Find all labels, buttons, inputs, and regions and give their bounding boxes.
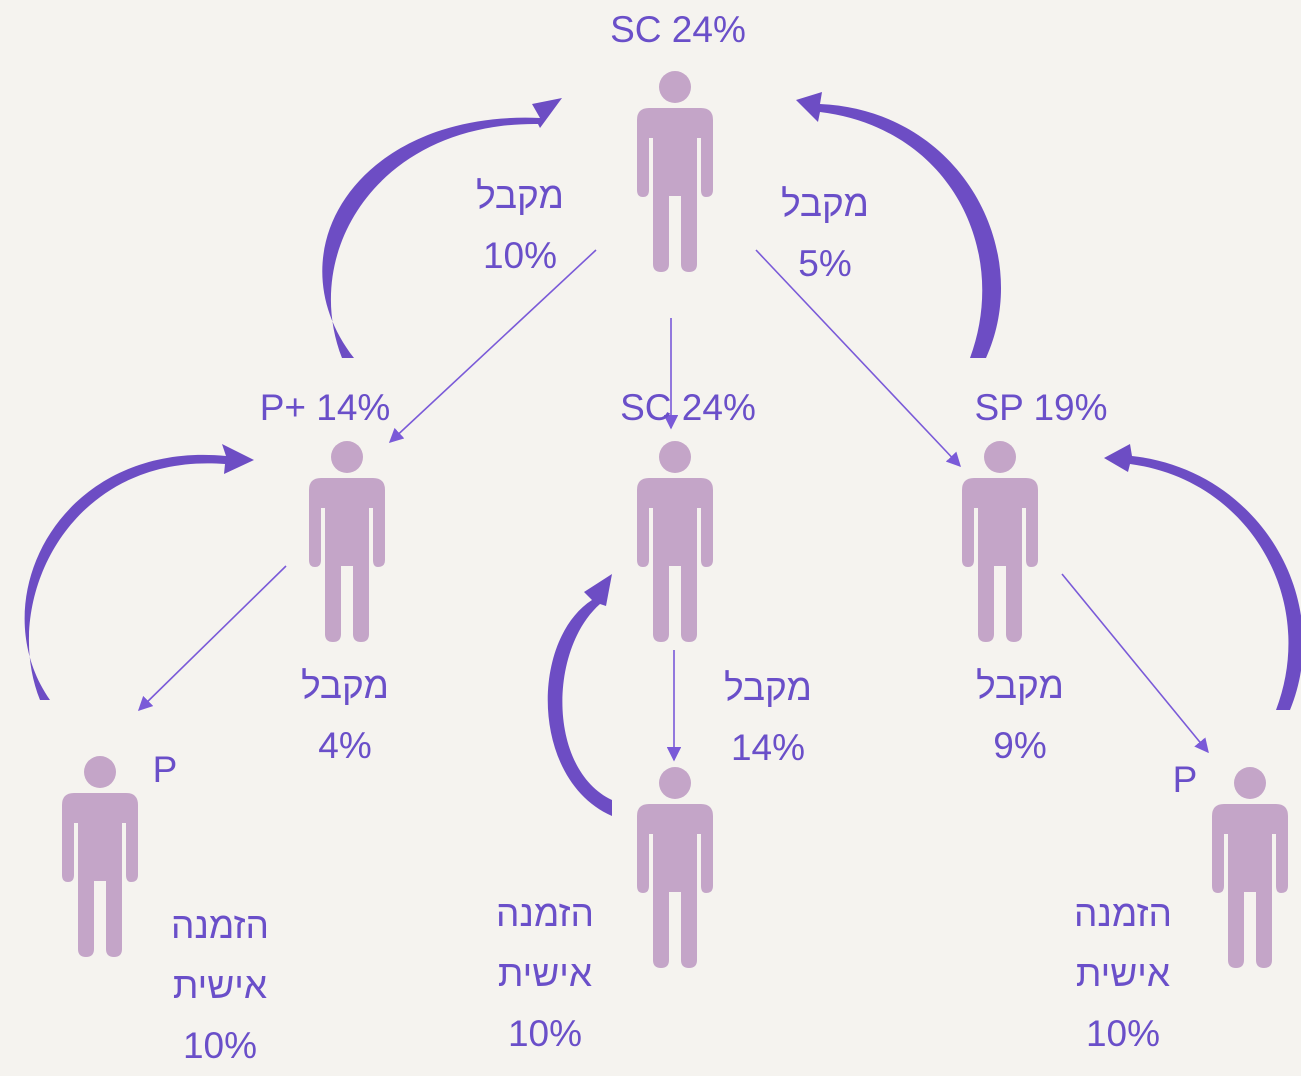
person-left-mid [309, 441, 385, 642]
bottom-label-center-value: 10% [507, 1013, 583, 1054]
edge-label-top-left-text: מקבל [476, 175, 564, 216]
arrow-left-to-bottom [137, 565, 287, 712]
bottom-label-center: הזמנה אישית 10% [475, 884, 615, 1064]
person-right-bottom [1212, 767, 1288, 968]
person-left-bottom [62, 756, 138, 957]
person-center-mid [637, 441, 713, 642]
node-title-right-mid: SP 19% [974, 387, 1108, 428]
edge-label-top-right-value: 5% [798, 243, 852, 284]
node-title-center-mid: SC 24% [620, 387, 756, 428]
bottom-label-left-value: 10% [182, 1025, 258, 1066]
bottom-label-left-line1: הזמנה [171, 905, 269, 946]
bottom-label-left-line2: אישית [172, 965, 268, 1006]
arrow-top-to-left [388, 249, 597, 443]
node-title-left-bottom: P [152, 749, 178, 790]
node-title-right-bottom: P [1172, 759, 1198, 800]
curved-arrow-centerbottom-to-centermid [547, 574, 612, 816]
person-right-mid [962, 441, 1038, 642]
edge-label-top-left-value: 10% [482, 235, 558, 276]
edge-label-right-mid-text: מקבל [976, 665, 1064, 706]
edge-label-right-mid: מקבל 9% [955, 656, 1085, 776]
edge-label-top-left: מקבל 10% [455, 166, 585, 286]
edge-label-top-right-text: מקבל [781, 183, 869, 224]
bottom-label-left: הזמנה אישית 10% [150, 896, 290, 1076]
node-title-top: SC 24% [610, 9, 746, 50]
edge-label-center-mid-value: 14% [730, 727, 806, 768]
bottom-label-right-line2: אישית [1075, 953, 1171, 994]
edge-label-top-right: מקבל 5% [760, 174, 890, 294]
edge-label-left-mid-text: מקבל [301, 665, 389, 706]
bottom-label-right: הזמנה אישית 10% [1053, 884, 1193, 1064]
edge-label-right-mid-value: 9% [993, 725, 1047, 766]
bottom-label-right-value: 10% [1085, 1013, 1161, 1054]
arrow-top-to-right [755, 249, 961, 468]
node-title-left-mid: P+ 14% [259, 387, 391, 428]
curved-arrow-right-to-top [796, 92, 1002, 358]
bottom-label-right-line1: הזמנה [1074, 893, 1172, 934]
bottom-label-center-line2: אישית [497, 953, 593, 994]
person-top [637, 71, 713, 272]
edge-label-center-mid: מקבל 14% [703, 658, 833, 778]
edge-label-left-mid-value: 4% [318, 725, 372, 766]
curved-arrow-rightbottom-to-rightmid [1104, 444, 1301, 710]
edge-label-left-mid: מקבל 4% [280, 656, 410, 776]
arrow-right-to-bottom [1061, 573, 1209, 754]
person-center-bottom [637, 767, 713, 968]
curved-arrow-left-to-top [322, 98, 562, 358]
curved-arrow-leftbottom-to-leftmid [24, 444, 255, 700]
bottom-label-center-line1: הזמנה [496, 893, 594, 934]
edge-label-center-mid-text: מקבל [724, 667, 812, 708]
